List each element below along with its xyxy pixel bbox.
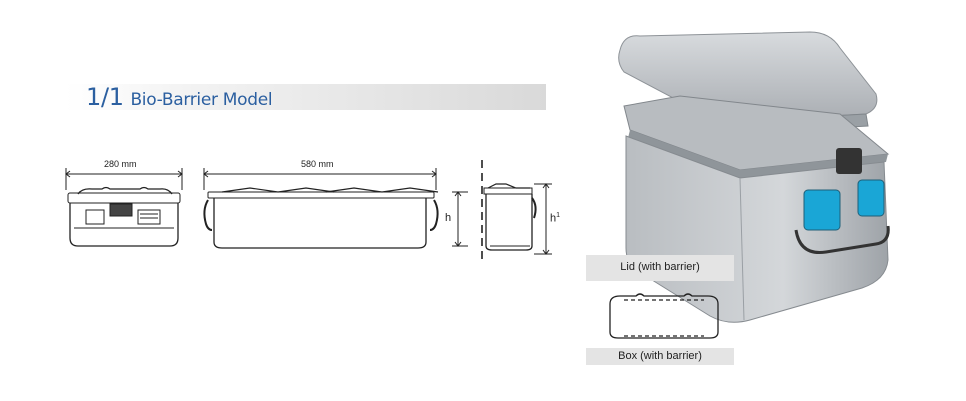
box-caption: Box (with barrier): [586, 348, 734, 365]
page-title: 1/1 Bio-Barrier Model: [86, 83, 273, 111]
width-dimension-label: 280 mm: [104, 159, 137, 169]
front-view-drawing: [65, 168, 183, 247]
height-with-lid-label: h1: [550, 212, 560, 225]
side-view-drawing: [203, 168, 439, 249]
height-with-lid-superscript: 1: [556, 212, 561, 219]
height-detail-drawing: [452, 160, 552, 262]
title-model-name: Bio-Barrier Model: [130, 90, 273, 110]
box-with-barrier-drawing: [609, 293, 719, 339]
lid-caption: Lid (with barrier): [586, 255, 734, 281]
height-label: h: [445, 212, 452, 224]
height-with-lid-letter: h: [550, 212, 557, 225]
title-bar-background: [66, 84, 546, 110]
title-model-size: 1/1: [86, 83, 124, 111]
length-dimension-label: 580 mm: [301, 159, 334, 169]
